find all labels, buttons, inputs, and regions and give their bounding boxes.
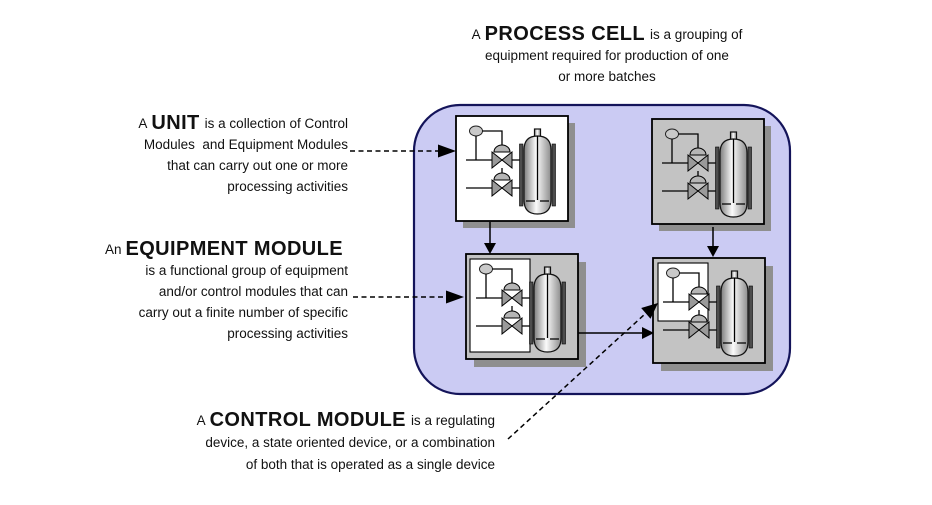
caption-suffix: is a collection of Control xyxy=(204,116,348,131)
caption-line: device, a state oriented device, or a co… xyxy=(205,435,495,450)
caption-term: UNIT xyxy=(151,112,200,134)
equipment-module-box xyxy=(465,253,579,360)
caption-line: is a functional group of equipment xyxy=(145,263,348,278)
flow-arrow-right-down xyxy=(707,227,719,257)
flow-arrow-left-down xyxy=(484,222,496,254)
caption-line: and/or control modules that can xyxy=(158,284,348,299)
control-module-pointer-arrow xyxy=(507,303,658,440)
control-module-box xyxy=(652,257,766,364)
caption-term: CONTROL MODULE xyxy=(209,409,406,431)
equipment-module-pointer-arrow xyxy=(353,290,464,304)
flow-arrow-horizontal xyxy=(578,327,654,339)
caption-term: PROCESS CELL xyxy=(484,23,646,45)
unit-pointer-arrow xyxy=(350,144,456,158)
caption-line: Modules and Equipment Modules xyxy=(143,137,348,152)
unit-box-right xyxy=(651,118,765,225)
caption-prefix: A xyxy=(196,413,206,428)
caption-prefix: A xyxy=(138,116,148,131)
caption-line: or more batches xyxy=(558,69,656,84)
caption-line: equipment required for production of one xyxy=(485,48,729,63)
caption-line: of both that is operated as a single dev… xyxy=(245,457,495,472)
caption-prefix: An xyxy=(104,242,122,257)
caption-suffix: is a grouping of xyxy=(650,27,743,42)
caption-line: processing activities xyxy=(227,179,348,194)
unit-module-box xyxy=(455,115,569,222)
caption-line: that can carry out one or more xyxy=(167,158,348,173)
caption-suffix: is a regulating xyxy=(410,413,495,428)
caption-prefix: A xyxy=(471,27,481,42)
equipment-module-highlight xyxy=(469,258,531,353)
caption-line: processing activities xyxy=(227,326,348,341)
caption-line: carry out a finite number of specific xyxy=(138,305,348,320)
caption-term: EQUIPMENT MODULE xyxy=(125,238,343,260)
